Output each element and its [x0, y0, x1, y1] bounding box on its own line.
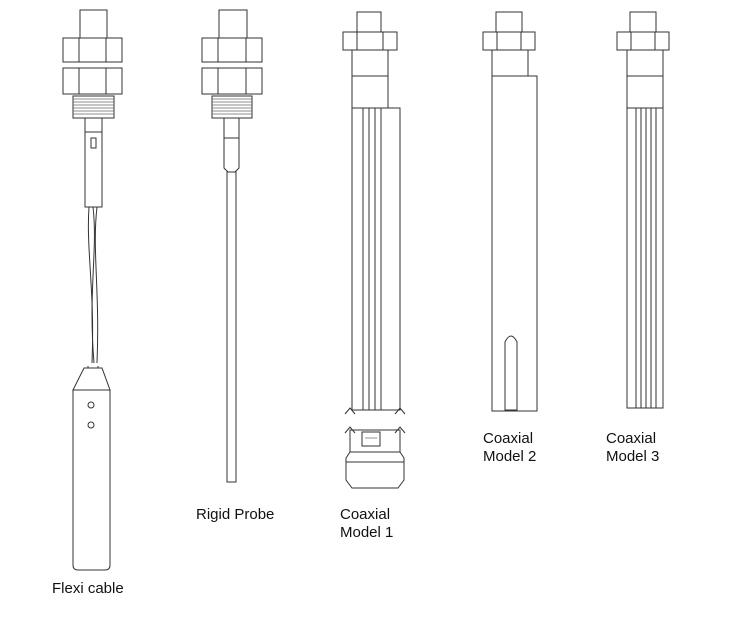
coaxial-model-3-label-line-2: Model 3: [606, 448, 660, 465]
rigid-probe-label-line: Rigid Probe: [196, 506, 275, 523]
coaxial-model-2-label-line-1: Coaxial: [483, 430, 534, 447]
coaxial-model-3-probe: [616, 11, 670, 409]
coaxial-model-2-label-line-2: Model 2: [483, 448, 537, 465]
flexi-cable-probe: [62, 9, 123, 571]
flexi-cable-label-line: Flexi cable: [52, 580, 124, 597]
rigid-probe-label: Rigid Probe: [196, 506, 274, 524]
coaxial-model-1-label-line-2: Model 1: [340, 524, 394, 541]
coaxial-model-3-label-line-1: Coaxial: [606, 430, 657, 447]
rigid-probe: [201, 9, 263, 483]
coaxial-model-3-label: Coaxial Model 3: [606, 430, 659, 466]
flexi-cable-label: Flexi cable: [52, 580, 124, 598]
coaxial-model-2-probe: [482, 11, 538, 412]
coaxial-model-2-label: Coaxial Model 2: [483, 430, 536, 466]
coaxial-model-1-label-line-1: Coaxial: [340, 506, 391, 523]
coaxial-model-1-label: Coaxial Model 1: [340, 506, 393, 542]
coaxial-model-1-probe: [342, 11, 406, 489]
